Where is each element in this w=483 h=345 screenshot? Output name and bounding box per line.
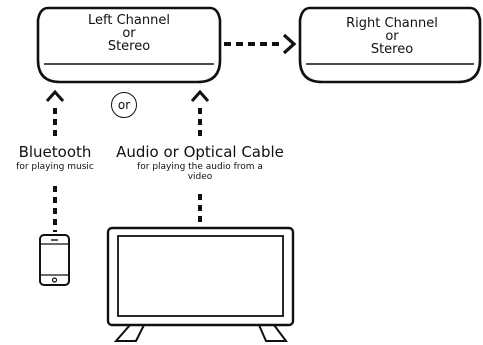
- speaker-link-arrow: [224, 33, 297, 55]
- left-speaker-line1: Left Channel: [88, 13, 170, 28]
- right-speaker-label: Right Channel or Stereo: [337, 17, 447, 56]
- left-speaker-icon: [36, 6, 222, 84]
- or-badge: or: [111, 92, 137, 118]
- bluetooth-label: Bluetooth for playing music: [0, 143, 110, 173]
- left-speaker-line3: Stereo: [107, 39, 151, 54]
- right-speaker-line2: or: [385, 29, 399, 44]
- left-speaker-label: Left Channel or Stereo: [79, 14, 179, 53]
- cable-connection-arrow: [190, 89, 210, 224]
- cable-subtitle-line2: video: [187, 172, 213, 182]
- bluetooth-title: Bluetooth: [18, 143, 92, 161]
- left-speaker-line2: or: [122, 26, 136, 41]
- or-text: or: [117, 98, 131, 112]
- smartphone-icon: [39, 234, 70, 286]
- bluetooth-subtitle: for playing music: [16, 162, 94, 172]
- tv-icon: [106, 226, 295, 342]
- cable-label: Audio or Optical Cable for playing the a…: [112, 143, 288, 183]
- cable-title: Audio or Optical Cable: [116, 143, 284, 161]
- right-speaker-line1: Right Channel: [346, 16, 438, 31]
- right-speaker-icon: [298, 6, 482, 84]
- right-speaker-line3: Stereo: [370, 42, 414, 57]
- bluetooth-connection-arrow: [45, 89, 65, 232]
- cable-subtitle-line1: for playing the audio from a: [137, 162, 263, 172]
